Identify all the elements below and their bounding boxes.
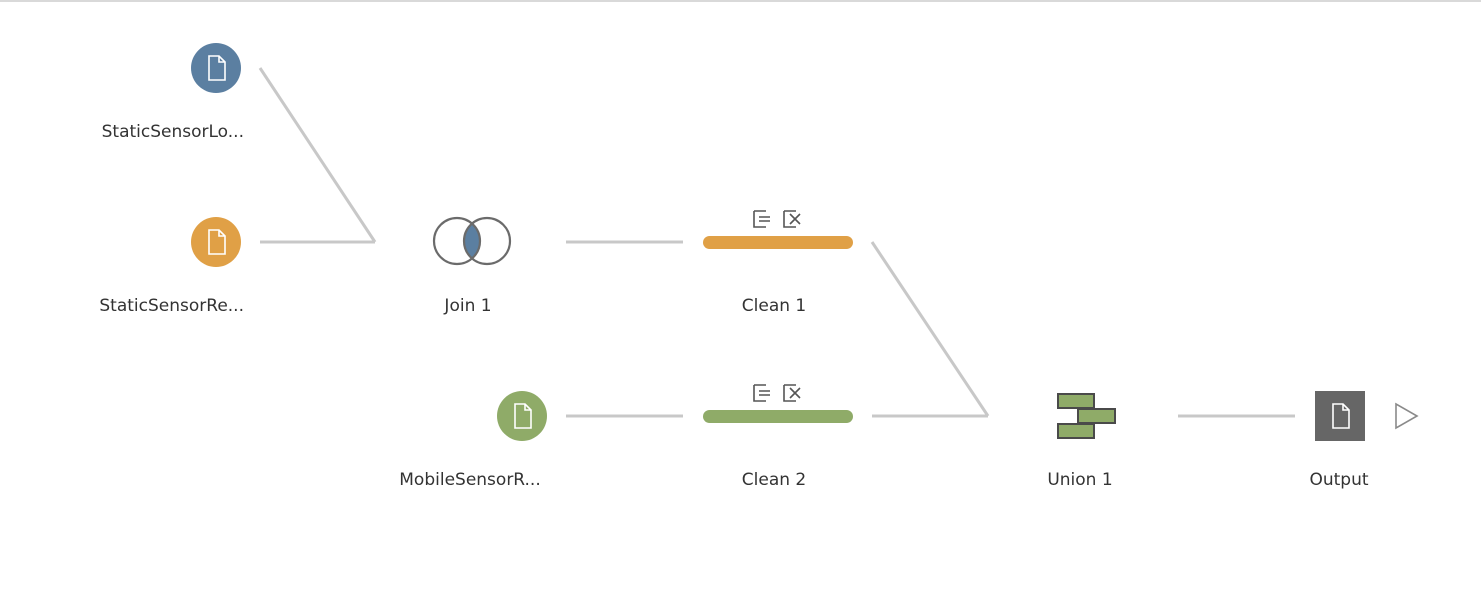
union-icon[interactable] <box>1057 393 1116 439</box>
clean-step-bar[interactable] <box>703 236 853 249</box>
connector-clean1-union <box>870 241 990 417</box>
file-icon <box>1332 403 1350 429</box>
union-node[interactable] <box>1057 393 1116 439</box>
input-circle[interactable] <box>497 391 547 441</box>
output-box[interactable] <box>1315 391 1365 441</box>
node-label-join1: Join 1 <box>444 296 492 316</box>
node-label-clean1: Clean 1 <box>741 296 807 316</box>
node-label-clean2: Clean 2 <box>741 470 807 490</box>
node-label-output: Output <box>1309 470 1369 490</box>
clean-node-2[interactable] <box>703 384 853 423</box>
clean-step-bar[interactable] <box>703 410 853 423</box>
node-label-input3: MobileSensorR... <box>399 470 541 490</box>
input-node-static-sensor-locations[interactable] <box>191 43 241 93</box>
run-flow-icon[interactable] <box>1395 402 1419 430</box>
connector-input1-join <box>258 67 377 243</box>
node-label-input2: StaticSensorRe... <box>99 296 244 316</box>
node-label-input1: StaticSensorLo... <box>101 122 244 142</box>
join-node[interactable] <box>432 216 512 266</box>
clean-node-1[interactable] <box>703 210 853 249</box>
input-circle[interactable] <box>191 217 241 267</box>
file-icon <box>208 55 226 81</box>
input-node-mobile-sensor-readings[interactable] <box>497 391 547 441</box>
remove-field-icon[interactable] <box>783 384 801 402</box>
keep-only-field-icon[interactable] <box>753 210 770 228</box>
file-icon <box>208 229 226 255</box>
top-divider <box>0 0 1481 2</box>
output-node[interactable] <box>1315 391 1365 441</box>
input-circle[interactable] <box>191 43 241 93</box>
remove-field-icon[interactable] <box>783 210 801 228</box>
flow-connectors <box>258 67 1295 418</box>
file-icon <box>514 403 532 429</box>
keep-only-field-icon[interactable] <box>753 384 770 402</box>
node-label-union1: Union 1 <box>1047 470 1113 490</box>
join-icon[interactable] <box>432 216 512 266</box>
input-node-static-sensor-readings[interactable] <box>191 217 241 267</box>
